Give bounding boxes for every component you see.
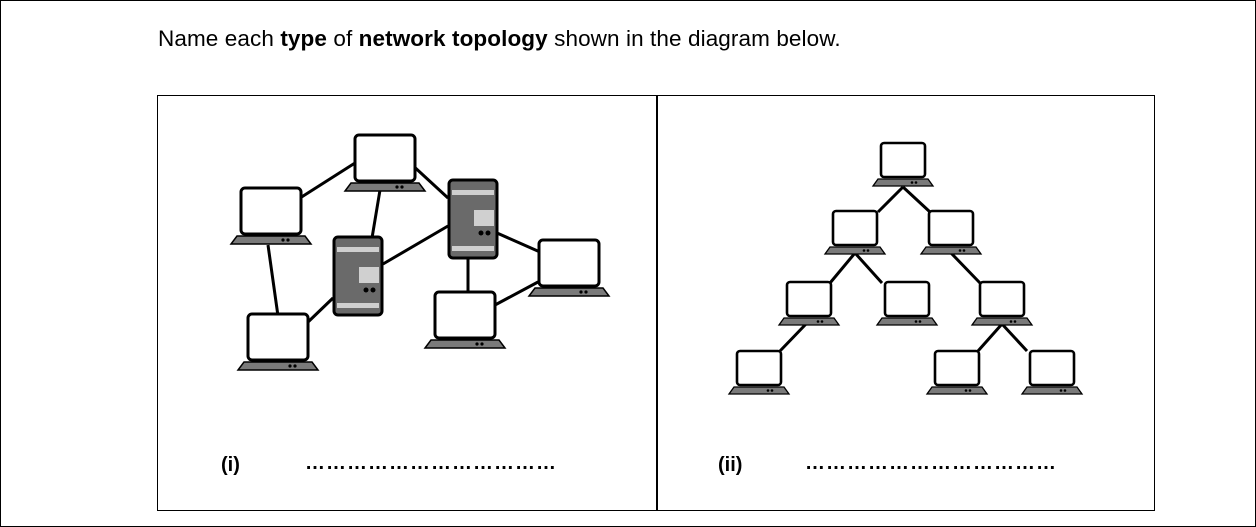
computer-icon: [343, 133, 427, 193]
computer-icon: [970, 280, 1034, 327]
computer-icon: [823, 209, 887, 256]
computer-icon: [871, 141, 935, 188]
computer-icon: [875, 280, 939, 327]
computer-icon: [919, 209, 983, 256]
tree-topology-diagram: [778, 185, 1029, 353]
computer-icon: [229, 186, 313, 246]
server-icon: [332, 235, 384, 317]
computer-icon: [777, 280, 841, 327]
panel-label-ii: (ii): [718, 454, 743, 476]
computer-icon: [236, 312, 320, 372]
mesh-topology-diagram: [266, 161, 541, 325]
computer-icon: [527, 238, 611, 298]
answer-line-ii[interactable]: ………………………………: [805, 452, 1057, 474]
question-text: Name each type of network topology shown…: [158, 26, 841, 51]
computer-icon: [423, 290, 507, 350]
table-divider: [656, 95, 658, 511]
panel-label-i: (i): [221, 454, 240, 476]
answer-line-i[interactable]: ………………………………: [305, 452, 557, 474]
server-icon: [447, 178, 499, 260]
computer-icon: [925, 349, 989, 396]
computer-icon: [1020, 349, 1084, 396]
computer-icon: [727, 349, 791, 396]
